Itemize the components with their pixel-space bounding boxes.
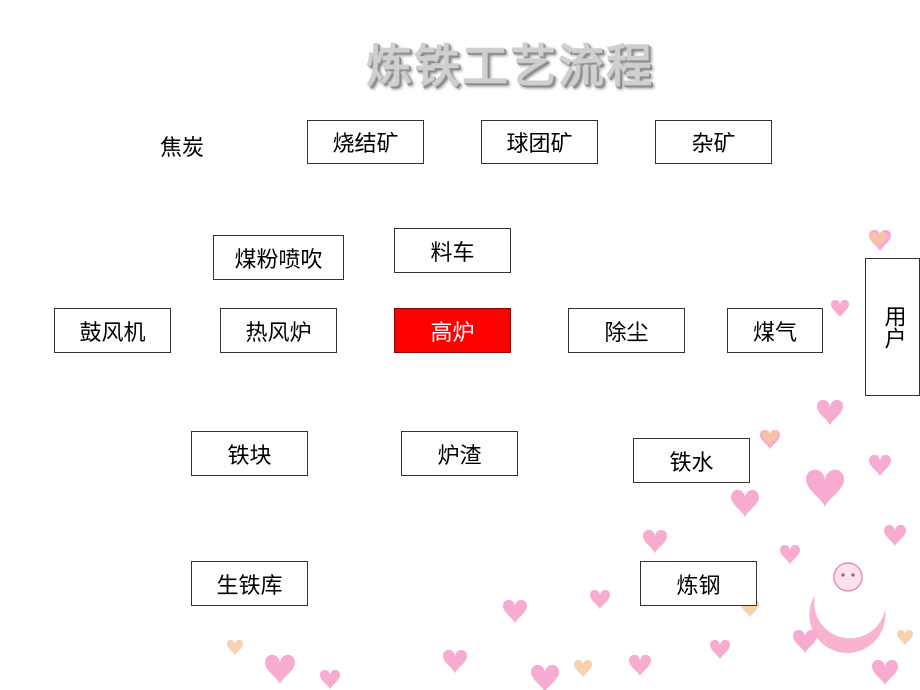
pellet-box: 球团矿 bbox=[481, 120, 598, 164]
hot-blast-stove-box: 热风炉 bbox=[220, 308, 337, 353]
blower-box: 鼓风机 bbox=[54, 308, 171, 353]
misc-ore-box: 杂矿 bbox=[655, 120, 772, 164]
sinter-box: 烧结矿 bbox=[307, 120, 424, 164]
page-title: 炼铁工艺流程 bbox=[366, 39, 654, 93]
moon-icon bbox=[809, 562, 886, 653]
coal-injection-box: 煤粉喷吹 bbox=[213, 235, 344, 280]
dust-removal-box: 除尘 bbox=[568, 308, 685, 353]
blast-furnace-box: 高炉 bbox=[394, 308, 511, 353]
molten-iron-box: 铁水 bbox=[633, 438, 750, 483]
pig-iron-store-box: 生铁库 bbox=[191, 561, 308, 606]
slag-box: 炉渣 bbox=[401, 431, 518, 476]
iron-block-box: 铁块 bbox=[191, 431, 308, 476]
user-box: 用户 bbox=[865, 258, 920, 396]
user-label: 用户 bbox=[880, 305, 906, 349]
steelmaking-box: 炼钢 bbox=[640, 561, 757, 606]
gas-box: 煤气 bbox=[727, 308, 823, 353]
coke-label: 焦炭 bbox=[160, 136, 205, 161]
charging-car-box: 料车 bbox=[394, 228, 511, 273]
